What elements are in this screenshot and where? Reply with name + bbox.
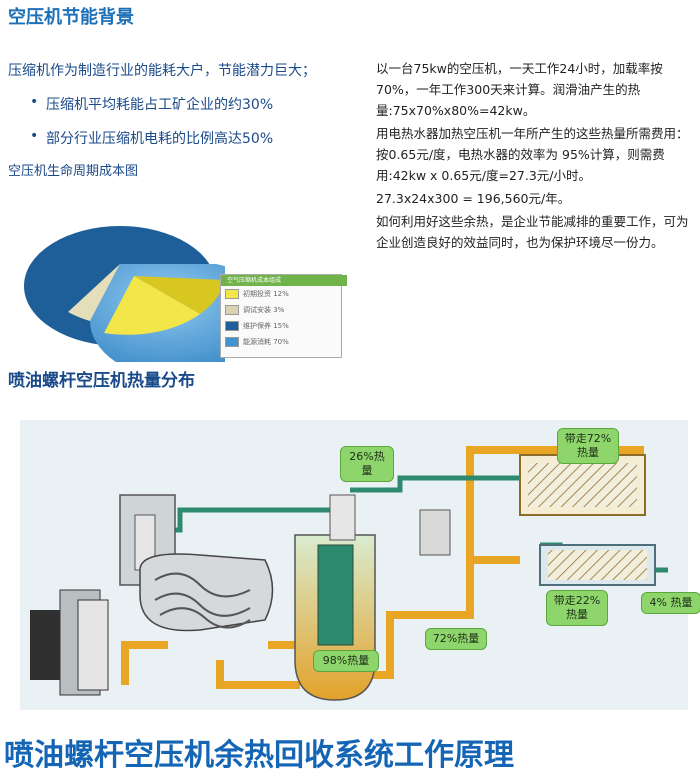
bullet-2: 部分行业压缩机电耗的比例高达50% xyxy=(30,128,273,148)
callout-4-percent: 4% 热量 xyxy=(641,592,700,614)
callout-26-percent: 26%热量 xyxy=(340,446,394,482)
separator-core xyxy=(317,544,354,646)
bullet-1: 压缩机平均耗能占工矿企业的约30% xyxy=(30,94,273,114)
min-pressure-valve xyxy=(329,494,356,541)
section-title-background: 空压机节能背景 xyxy=(8,7,134,28)
legend-swatch xyxy=(225,305,239,315)
legend-swatch xyxy=(225,321,239,331)
air-exchanger-core xyxy=(548,550,647,580)
lifecycle-pie-chart xyxy=(24,226,225,362)
callout-72-percent-top: 带走72%热量 xyxy=(557,428,619,464)
legend-label: 初期投资 12% xyxy=(243,290,289,298)
calc-paragraph-2: 用电热水器加热空压机一年所产生的这些热量所需费用：按0.65元/度，电热水器的效… xyxy=(376,126,689,183)
oil-exchanger-core xyxy=(528,463,637,507)
legend-swatch xyxy=(225,337,239,347)
legend-label: 调试安装 3% xyxy=(243,306,285,314)
callout-72-percent: 72%热量 xyxy=(425,628,487,650)
section-title-heat-distribution: 喷油螺杆空压机热量分布 xyxy=(8,371,195,391)
pie-slice-initial xyxy=(104,276,200,335)
pie-legend: 空气压缩机成本组成 初期投资 12% 调试安装 3% 维护保养 15% 能源消耗 70… xyxy=(220,274,347,358)
callout-98-percent: 98%热量 xyxy=(313,650,379,672)
intro-text: 压缩机作为制造行业的能耗大户，节能潜力巨大； xyxy=(8,63,316,79)
legend-swatch xyxy=(225,289,239,299)
callout-22-percent: 带走22%热量 xyxy=(546,590,608,626)
calc-paragraph-4: 如何利用好这些余热，是企业节能减排的重要工作，可为企业创造良好的效益同时，也为保… xyxy=(376,214,689,250)
pie-legend-title: 空气压缩机成本组成 xyxy=(221,275,347,286)
motor-fins xyxy=(77,599,109,691)
lifecycle-label: 空压机生命周期成本图 xyxy=(8,164,139,179)
calc-paragraph-1: 以一台75kw的空压机，一天工作24小时，加载率按70%，一年工作300天来计算… xyxy=(376,61,663,118)
legend-label: 维护保养 15% xyxy=(243,322,289,330)
bottom-title: 喷油螺杆空压机余热回收系统工作原理 xyxy=(4,738,514,773)
thermostat-valve xyxy=(419,509,451,556)
calculation-text: 以一台75kw的空压机，一天工作24小时，加载率按70%，一年工作300天来计算… xyxy=(376,58,694,255)
screw-rotors xyxy=(154,572,251,629)
calc-paragraph-3: 27.3x24x300 = 196,560元/年。 xyxy=(376,191,571,206)
pie-slice-initial-edge xyxy=(134,276,224,314)
pie-slice-install xyxy=(68,264,120,321)
motor-cap xyxy=(30,610,60,680)
legend-label: 能源消耗 70% xyxy=(243,338,289,346)
